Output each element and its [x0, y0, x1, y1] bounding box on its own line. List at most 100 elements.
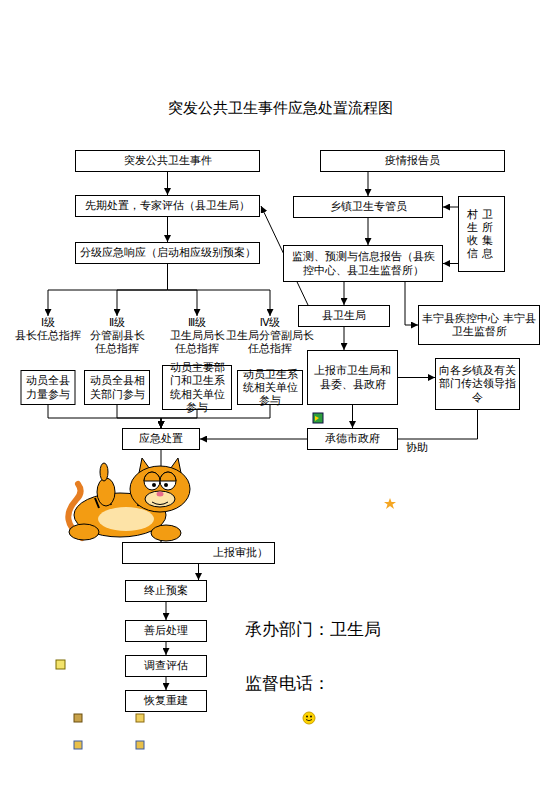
flow-arrow [398, 377, 435, 378]
smiley-eye [306, 716, 308, 718]
flow-arrow [167, 172, 168, 195]
process-box: 乡镇卫生专管员 [293, 196, 443, 218]
box-text: 恢复重建 [144, 694, 188, 707]
app-icon-mark [315, 416, 319, 421]
flow-arrow [167, 217, 168, 242]
response-level-box: 动员主要部门和卫生系统相关单位参与 Ⅲ级 卫生局局长 任总指挥 [162, 316, 232, 410]
small-icon [136, 741, 144, 749]
cat-leg [151, 525, 181, 541]
box-text: 突发公共卫生事件 [124, 154, 212, 167]
flow-arrow [344, 327, 345, 350]
process-box: 承德市政府 [307, 428, 398, 450]
level-heading: Ⅰ级 县长任总指挥 [14, 316, 82, 342]
cat-arm [97, 478, 115, 506]
flow-arrow [48, 264, 168, 316]
icons [56, 413, 396, 749]
flow-arrow [352, 405, 353, 428]
response-level-box: 动员全县力量参与 Ⅰ级 县长任总指挥 [14, 316, 82, 405]
process-box: 向各乡镇及有关部门传达领导指令 [435, 358, 520, 410]
flow-arrow [405, 282, 418, 325]
box-text: 上报审批） [213, 546, 268, 559]
cat-belly [98, 507, 154, 531]
flow-arrow [443, 263, 458, 264]
edge-label: 协助 [406, 440, 428, 455]
flow-arrow [117, 264, 168, 316]
process-box: 恢复重建 [125, 690, 207, 712]
cat-pupil [164, 483, 168, 487]
box-text: 动员主要部门和卫生系统相关单位参与 [165, 361, 229, 414]
box-text: 丰宁县疾控中心 丰宁县卫生监督所 [422, 312, 536, 338]
response-level-box: 动员卫生系统相关单位参与 Ⅳ级 卫生局分管副局长 任总指挥 [226, 316, 314, 405]
small-icon [56, 660, 65, 669]
cat-head [130, 466, 190, 512]
flow-arrow [344, 282, 345, 305]
flow-arrow [368, 218, 369, 245]
box-text: 终止预案 [144, 584, 188, 597]
small-icon [136, 714, 144, 722]
box-text: 善后处理 [144, 624, 188, 637]
flow-arrow [198, 564, 199, 580]
response-level-body: 动员卫生系统相关单位参与 [237, 370, 303, 405]
response-level-body: 动员主要部门和卫生系统相关单位参与 [162, 365, 232, 410]
box-text: 动员卫生系统相关单位参与 [240, 368, 300, 407]
process-box: 善后处理 [125, 620, 207, 642]
smiley-icon [303, 712, 315, 724]
flow-arrow [168, 264, 271, 316]
process-box: 调查评估 [125, 655, 207, 677]
cartoon-cat [68, 458, 190, 541]
flow-arrow [48, 405, 161, 428]
box-text: 动员全县力量参与 [24, 374, 73, 400]
flow-arrow [166, 602, 167, 620]
box-text: 县卫生局 [322, 309, 366, 322]
process-box: 上报市卫生局和县委、县政府 [307, 350, 398, 405]
flow-arrow [117, 405, 161, 428]
level-heading: Ⅲ级 卫生局局长 任总指挥 [162, 316, 232, 355]
smiley-eye [310, 716, 312, 718]
box-text: 应急处置 [139, 432, 183, 445]
flow-arrow [368, 172, 369, 196]
box-text: 村卫生所收集信息 [462, 208, 501, 261]
box-text: 乡镇卫生专管员 [330, 200, 407, 213]
cat-nose [157, 492, 164, 497]
cat-eyelid [144, 472, 176, 481]
box-text: 先期处置，专家评估（县卫生局） [85, 199, 250, 212]
process-box: 先期处置，专家评估（县卫生局） [75, 195, 260, 217]
cat-leg [69, 524, 99, 540]
note-label: 监督电话： [245, 672, 330, 695]
box-text: 疫情报告员 [385, 154, 440, 167]
process-box: 疫情报告员 [320, 150, 505, 172]
response-level-body: 动员全县力量参与 [21, 370, 76, 405]
note-label: 承办部门：卫生局 [245, 618, 381, 641]
box-text: 监测、预测与信息报告（县疾控中心、县卫生监督所） [287, 250, 439, 276]
process-box: 分级应急响应（启动相应级别预案） [75, 242, 260, 264]
small-icon [74, 741, 82, 749]
box-text: 向各乡镇及有关部门传达领导指令 [439, 364, 516, 403]
process-box: 村卫生所收集信息 [458, 196, 505, 272]
flow-arrow [166, 642, 167, 655]
process-box: 监测、预测与信息报告（县疾控中心、县卫生监督所） [283, 245, 443, 282]
flow-arrow [161, 410, 197, 428]
cat-muzzle [145, 491, 175, 507]
box-text: 承德市政府 [325, 432, 380, 445]
level-heading: Ⅳ级 卫生局分管副局长 任总指挥 [226, 316, 314, 355]
flow-arrow [443, 207, 458, 208]
star-icon [384, 498, 396, 509]
diagram-title: 突发公共卫生事件应急处置流程图 [0, 99, 560, 118]
box-text: 动员全县相关部门参与 [87, 374, 147, 400]
process-box: 上报审批） [122, 542, 275, 564]
level-heading: Ⅱ级 分管副县长 任总指挥 [84, 316, 150, 355]
process-box: 县卫生局 [298, 305, 390, 327]
cat-mouth [152, 502, 168, 505]
process-box: 应急处置 [122, 428, 200, 450]
process-box: 丰宁县疾控中心 丰宁县卫生监督所 [418, 305, 540, 345]
process-box: 终止预案 [125, 580, 207, 602]
process-box: 突发公共卫生事件 [75, 150, 260, 172]
small-icon [74, 714, 82, 722]
cat-thumb [100, 463, 108, 481]
flow-arrow [166, 677, 167, 690]
box-text: 分级应急响应（启动相应级别预案） [80, 246, 256, 259]
smiley-mouth [306, 720, 312, 721]
app-icon [313, 413, 323, 423]
box-text: 上报市卫生局和县委、县政府 [311, 364, 394, 390]
